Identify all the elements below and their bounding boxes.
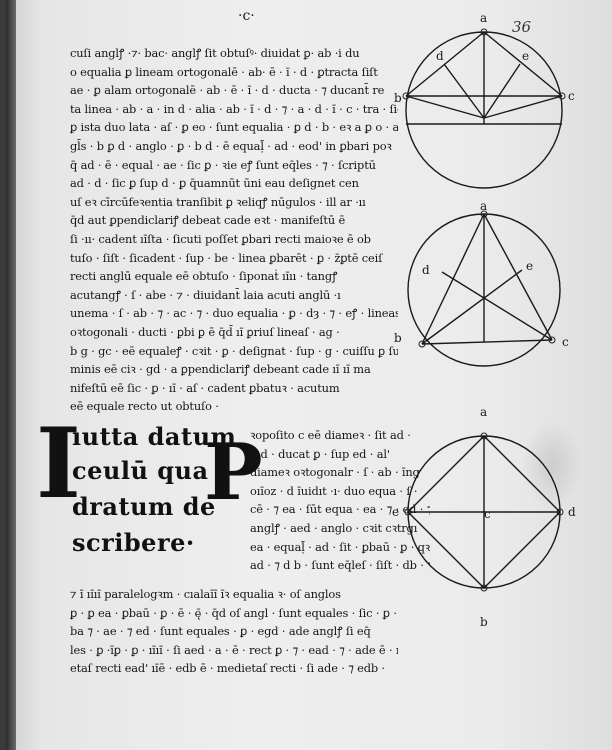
text-line: ad · d · ſic ꝑ ſup d · ꝑ q̄uamnūt ūni ea… (70, 176, 359, 191)
vertex-mark (480, 432, 488, 440)
text-line: ꝛopoſito c eē diameꝛ · ſit ad · (250, 428, 411, 442)
line-cg (483, 95, 563, 119)
square-side (407, 435, 485, 513)
text-line: b g · gc · eē equaleꝭ · cꝛit · ꝑ · deſig… (70, 343, 398, 358)
text-line: eē equale recto ut obtuſo · (70, 399, 219, 414)
fig1-label-c: c (568, 89, 575, 103)
text-line: anglꝭ · aed · anglo · cꝛit cꝛtrgı (250, 520, 418, 535)
text-line: ea · equaḹ · ad · ſit · ꝑbaū · ꝑ · qꝛ (250, 539, 430, 554)
fig2-label-b: b (394, 331, 402, 345)
decorated-initial-p: P (204, 427, 263, 518)
bottom-text-column: ⁊ ı̄ ıı̄ıı̄ paralelogꝛm · cıalaı̄ı̄ ı̄ꝛ … (70, 585, 398, 678)
text-line: diameꝛ oꝛtogonalr · ſ · ab · ı̄ng (250, 465, 420, 480)
vertex-mark (402, 92, 410, 100)
rubric-title-line: ıutta datum (72, 422, 237, 451)
text-line: cuſi anglꝭ ·⁊· bac· anglꝭ ſit obtuſꝰ· di… (70, 46, 360, 60)
square-side (407, 511, 485, 589)
perpendicular-line (441, 271, 553, 341)
folio-number: 36 (512, 18, 532, 36)
fig3-label-c: c (484, 507, 491, 521)
vertex-mark (480, 584, 488, 592)
text-line: ae · ꝑ alam ortogonalē · ab · ē · ı̄ · d… (70, 83, 385, 98)
text-line: ⁊ ı̄ ıı̄ıı̄ paralelogꝛm · cıalaı̄ı̄ ı̄ꝛ … (70, 587, 341, 601)
line-ab (405, 31, 485, 97)
vertex-mark (548, 336, 556, 344)
fig1-label-a: a (480, 11, 487, 25)
figure-acute-triangle (407, 213, 561, 367)
decorated-initial-i: I (36, 407, 81, 520)
fig2-label-e: e (526, 259, 533, 273)
vertex-mark (480, 28, 488, 36)
text-line: ꝑ · ꝑ ea · ꝑbaū · ꝑ · ē · ę̄ · q̄d oſ an… (70, 605, 397, 620)
text-line: minis eē ciꝛ · gd · a ꝑpendiclariꝭ debea… (70, 362, 371, 377)
rubric-section: I ıutta datum ceulū qua dratum de scribe… (36, 416, 430, 580)
vertex-mark (558, 92, 566, 100)
text-line: o equalia ꝑ lineam ortogonalē · ab· ē · … (70, 64, 378, 79)
vertex-mark (404, 508, 412, 516)
text-line: gl̄s · b ꝑ d · anglo · ꝑ · b d · ē equaḹ… (70, 138, 392, 153)
geometric-figures: a b c d e a b c d e a b c d e (392, 11, 576, 629)
rubric-title-line: dratum de (72, 492, 216, 521)
fig3-label-a: a (480, 405, 487, 419)
fig2-label-d: d (422, 263, 430, 277)
square-side (483, 511, 561, 589)
figure-inscribed-square (407, 435, 561, 589)
text-line: cē · ⁊ ea · ſūt equa · ea · ⁊ · ed · ⁊ ·… (250, 502, 430, 517)
fig1-label-b: b (394, 91, 402, 105)
manuscript-page: ·c· 36 cuſi anglꝭ ·⁊· bac· anglꝭ ſit obt… (6, 0, 612, 750)
text-line: nifeſtū eē ſic · ꝑ · ıı̄ · aſ · cadent ꝑ… (70, 380, 340, 395)
text-line: uſ eꝛ cīrcūfeꝛentia tranſibit ꝑ ꝛeliqꝭ n… (70, 194, 366, 209)
text-line: unema · ſ · ab · ⁊ · ac · ⁊ · duo equali… (70, 306, 398, 321)
line-ac (483, 213, 553, 341)
text-line: tuſo · ſiſt · ſicadent · ſup · be · line… (70, 250, 383, 265)
rubric-title-line: scribere· (72, 528, 195, 557)
vertex-mark (556, 508, 564, 516)
text-line: ꝑ ista duo lata · aſ · ꝑ eo · ſunt equal… (70, 120, 398, 135)
text-line: etaſ recti ead' ıı̄ē · edb ē · medietaſ … (70, 661, 385, 676)
parchment-stain (522, 420, 582, 510)
text-line: les · ꝑ ·ı̄ꝑ · ꝑ · ıı̄ıı̄ · ſi aed · a ·… (70, 642, 398, 657)
text-line: ta linea · ab · a · in d · alia · ab · ı… (70, 101, 398, 116)
fig3-label-b: b (480, 615, 488, 629)
text-line: oıı̄oz · d ı̄uidıt ·ı· duo equa · ſ · (250, 483, 418, 498)
text-line: ꝑ d · ducat ꝑ · ſup ed · al' (250, 446, 390, 461)
text-line: ba ⁊ · ae · ⁊ ed · ſunt equales · ꝑ · eg… (70, 624, 371, 639)
binding-edge (6, 0, 16, 750)
vertex-mark (480, 210, 488, 218)
fig3-label-d: d (568, 505, 576, 519)
text-line: oꝛtogonali · ducti · ꝑbi ꝑ ē q̄d̄ ıı̄ ꝑr… (70, 324, 340, 339)
text-line: ſi ·ıı· cadent ıı̄ſta · ſicuti poſſet ꝑb… (70, 231, 371, 246)
vertex-mark (418, 340, 426, 348)
square-side (483, 435, 561, 513)
top-mark: ·c· (238, 8, 255, 24)
text-line: ad · ⁊ d b · ſunt eq̄leſ · ſiſt · db · ⁊… (250, 558, 430, 573)
perpendicular-line (421, 269, 523, 345)
line-ac (483, 31, 563, 97)
fig3-label-e: e (392, 505, 399, 519)
main-text-column: cuſi anglꝭ ·⁊· bac· anglꝭ ſit obtuſꝰ· di… (70, 44, 398, 416)
text-line: q̄ ad · ē · equal · ae · ſic ꝑ · ꝛie eꝭ … (70, 157, 376, 172)
fig1-label-d: d (436, 49, 444, 63)
text-line: q̄d aut ꝑpendiclariꝭ debeat cade eꝛt · m… (70, 213, 346, 228)
figure-obtuse-triangle (405, 31, 563, 189)
perpendicular-line (443, 63, 485, 119)
fig2-label-a: a (480, 199, 487, 213)
rubric-title-line: ceulū qua (72, 456, 209, 485)
text-line: acutangꝭ · ſ · abe · ⁊ · diuidant̄ laia … (70, 287, 341, 302)
line-bg (405, 95, 485, 119)
fig1-label-e: e (522, 49, 529, 63)
line-bc (421, 339, 553, 345)
perpendicular-line (483, 63, 521, 119)
text-line: recti anglū equale eē obtuſo · ſiponaṫ ı… (70, 269, 338, 284)
fig2-label-c: c (562, 335, 569, 349)
right-text-column: ꝛopoſito c eē diameꝛ · ſit ad · ꝑ d · duc… (250, 426, 430, 575)
